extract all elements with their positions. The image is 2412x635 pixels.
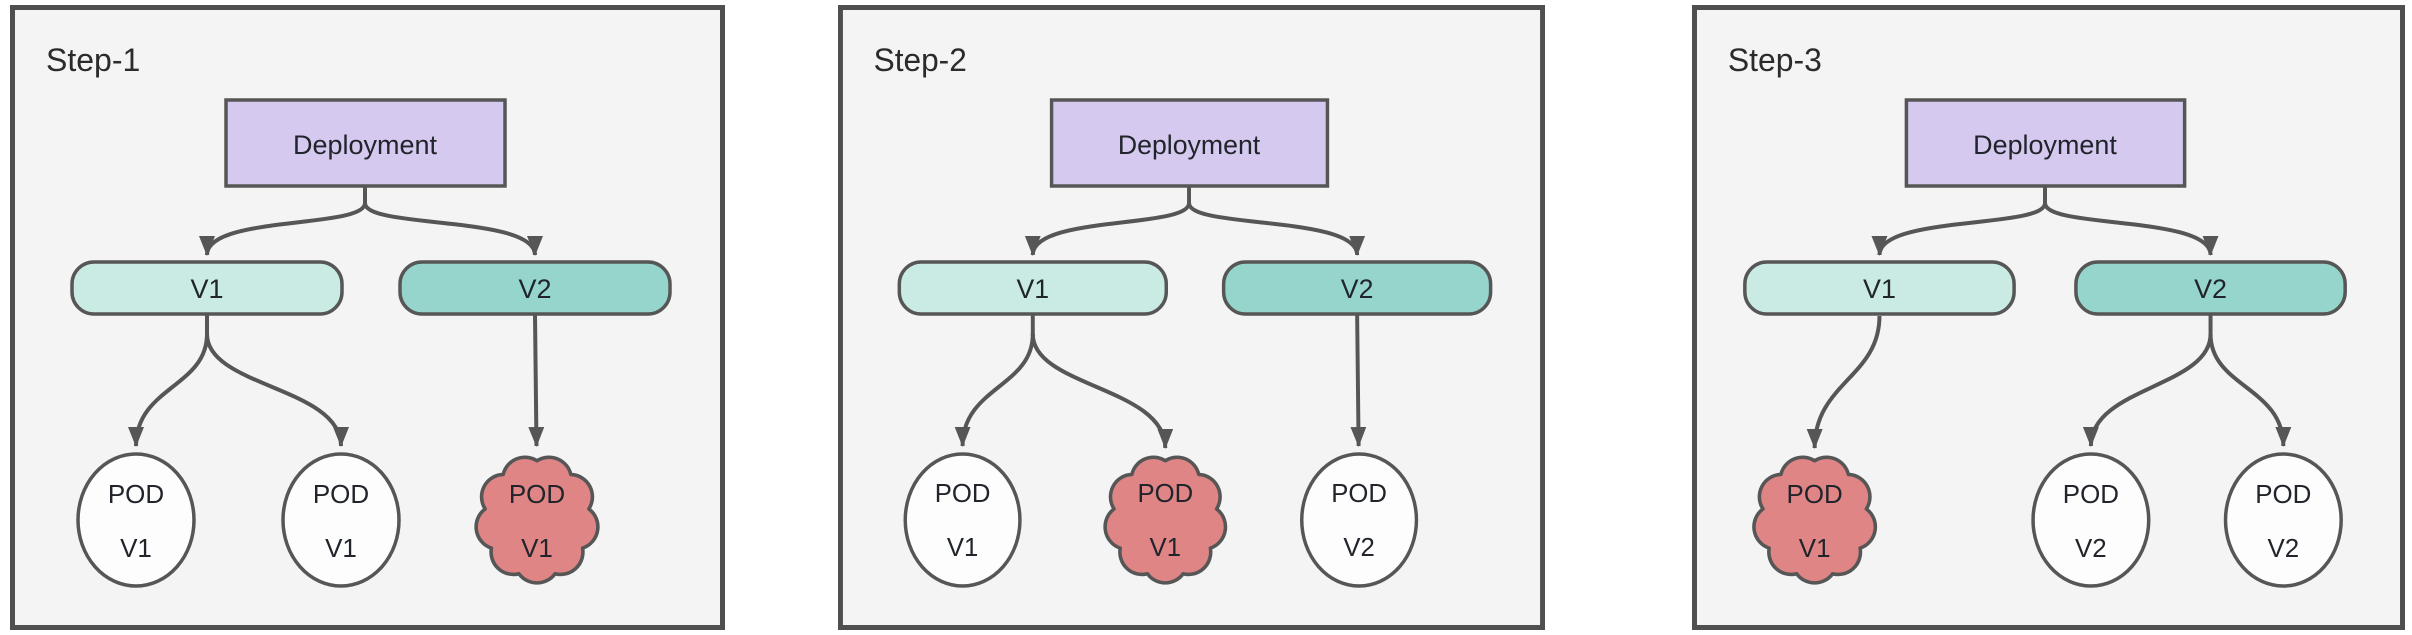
- edge-deployment-to-v2: [363, 202, 543, 256]
- svg-text:POD: POD: [935, 480, 991, 508]
- edge-v2-to-pod3: [1350, 313, 1367, 447]
- svg-text:POD: POD: [313, 479, 369, 509]
- edge-v2-to-pod2: [2082, 333, 2213, 447]
- panel-title: Step-3: [1728, 42, 1822, 78]
- svg-text:V1: V1: [1799, 533, 1831, 563]
- svg-text:POD: POD: [1137, 480, 1193, 508]
- svg-text:V1: V1: [521, 533, 553, 563]
- deployment-label: Deployment: [1118, 130, 1261, 160]
- pod-node: POD V2: [1300, 452, 1419, 588]
- edges: [954, 186, 1367, 449]
- panel-step-1: Step-1 Deployment V1 V2 POD V1: [10, 5, 725, 630]
- svg-text:POD: POD: [2063, 479, 2119, 509]
- replicaset-v2-node: V2: [1221, 260, 1493, 316]
- replicaset-v2-label: V2: [1341, 274, 1374, 304]
- deployment-label: Deployment: [293, 130, 438, 160]
- pod-node: POD V1: [281, 452, 401, 588]
- cloud-icon: [1752, 455, 1878, 585]
- panel-step-2: Step-2 Deployment V1 V2 POD V1: [838, 5, 1545, 630]
- replicaset-v2-label: V2: [518, 274, 551, 304]
- edge-v1-to-pod2: [205, 333, 349, 447]
- panel-title: Step-1: [46, 42, 140, 78]
- replicaset-v1-node: V1: [1743, 260, 2016, 316]
- deployment-node: Deployment: [1049, 98, 1330, 188]
- edges: [128, 186, 545, 447]
- pod-node: POD V1: [903, 452, 1022, 588]
- cloud-icon: [474, 455, 600, 585]
- pod-node-transition: POD V1: [474, 455, 600, 585]
- panel-step-3: Step-3 Deployment V1 V2 POD: [1692, 5, 2405, 630]
- replicaset-v2-label: V2: [2194, 274, 2227, 304]
- edge-deployment-to-v1: [1024, 202, 1192, 256]
- cloud-icon: [1103, 455, 1228, 585]
- deployment-label: Deployment: [1973, 130, 2117, 160]
- svg-text:POD: POD: [1331, 480, 1387, 508]
- panel-title: Step-2: [874, 42, 967, 78]
- svg-text:POD: POD: [108, 479, 164, 509]
- edge-deployment-to-v2: [1187, 202, 1365, 256]
- edge-deployment-to-v1: [199, 202, 367, 256]
- deployment-node: Deployment: [224, 98, 507, 188]
- edge-v1-to-pod1: [128, 333, 209, 447]
- replicaset-v1-label: V1: [1016, 274, 1049, 304]
- edge-deployment-to-v2: [2043, 202, 2219, 256]
- svg-text:V1: V1: [120, 533, 152, 563]
- pod-node: POD V2: [2031, 452, 2151, 588]
- replicaset-v2-node: V2: [2074, 260, 2347, 316]
- pod-node: POD V1: [76, 452, 196, 588]
- svg-text:POD: POD: [509, 479, 565, 509]
- svg-text:V1: V1: [947, 534, 978, 562]
- pod-node-transition: POD V1: [1752, 455, 1878, 585]
- deployment-node: Deployment: [1904, 98, 2187, 188]
- edge-deployment-to-v1: [1871, 202, 2048, 256]
- edge-v1-to-pod1: [1806, 315, 1882, 449]
- svg-text:V1: V1: [1150, 534, 1181, 562]
- edges: [1806, 186, 2292, 449]
- svg-text:V2: V2: [2075, 533, 2107, 563]
- replicaset-v1-node: V1: [70, 260, 344, 316]
- pod-node: POD V2: [2223, 452, 2343, 588]
- edge-v1-to-pod2: [1030, 333, 1174, 449]
- edge-v1-to-pod1: [954, 333, 1035, 447]
- edge-v2-to-pod3: [528, 313, 545, 447]
- replicaset-v2-node: V2: [398, 260, 672, 316]
- svg-text:V2: V2: [1343, 534, 1374, 562]
- edge-v2-to-pod3: [2208, 333, 2292, 447]
- replicaset-v1-label: V1: [190, 274, 223, 304]
- svg-text:V1: V1: [325, 533, 357, 563]
- svg-text:POD: POD: [2255, 479, 2311, 509]
- svg-text:POD: POD: [1787, 479, 1843, 509]
- pod-node-transition: POD V1: [1103, 455, 1228, 585]
- svg-text:V2: V2: [2267, 533, 2299, 563]
- replicaset-v1-label: V1: [1863, 274, 1896, 304]
- replicaset-v1-node: V1: [897, 260, 1169, 316]
